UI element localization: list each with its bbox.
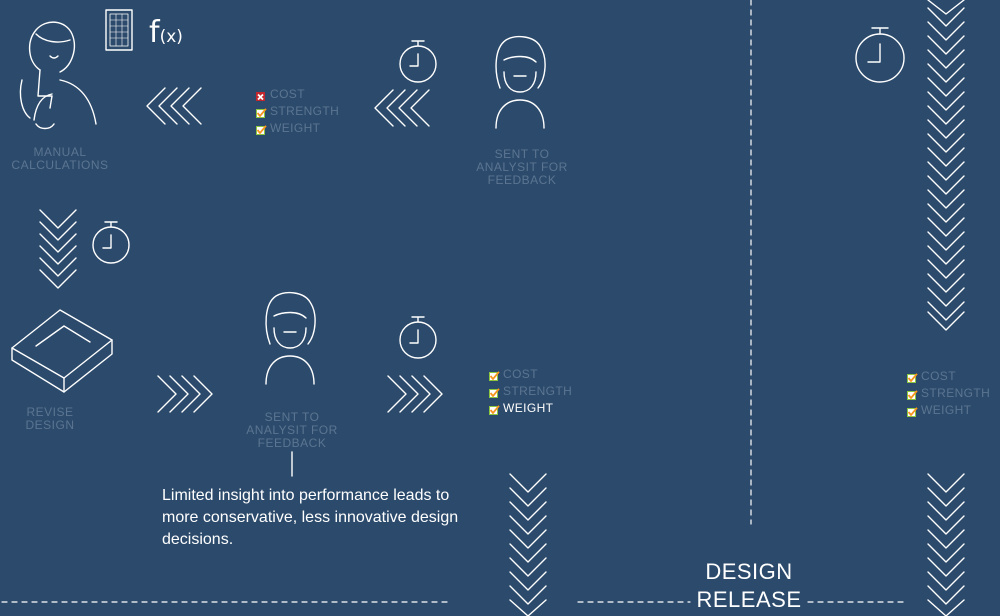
checklist-item-label: WEIGHT — [503, 401, 554, 415]
checklist-item-label: COST — [503, 367, 538, 381]
checklist-item-label: COST — [270, 87, 305, 101]
stopwatch-icon — [399, 316, 437, 359]
stopwatch-icon — [855, 27, 905, 83]
pass-checkbox-icon — [907, 389, 918, 400]
analyst-person-icon — [495, 35, 546, 129]
formula-icon: f(x) — [149, 15, 183, 50]
checklist-item: COST — [256, 86, 339, 103]
revise-design-label: REVISE DESIGN — [25, 405, 75, 432]
sent-to-analyst-label: SENT TO ANALYSIT FOR FEEDBACK — [246, 410, 338, 450]
checklist-item: STRENGTH — [907, 385, 990, 402]
checklist-item-label: STRENGTH — [270, 104, 340, 118]
spreadsheet-icon — [105, 9, 133, 51]
checklist-item-label: COST — [921, 369, 956, 383]
checklist-item-label: WEIGHT — [921, 403, 972, 417]
checklist-item-label: STRENGTH — [503, 384, 573, 398]
fail-checkbox-icon — [256, 90, 266, 101]
thinking-person-icon — [19, 21, 97, 130]
chevrons-down-icon — [927, 0, 965, 331]
sent-to-analyst-label: SENT TO ANALYSIT FOR FEEDBACK — [476, 147, 568, 187]
checklist-item: COST — [907, 368, 990, 385]
pass-checkbox-icon — [907, 406, 918, 417]
checklist-item: STRENGTH — [489, 383, 572, 400]
stopwatch-icon — [399, 40, 437, 83]
chevrons-left-icon — [146, 87, 202, 125]
pass-checkbox-icon — [489, 370, 500, 381]
revise-design-icon — [11, 309, 113, 393]
checklist-item: WEIGHT — [489, 400, 572, 417]
insight-note: Limited insight into performance leads t… — [162, 487, 459, 548]
chevrons-down-icon — [509, 473, 547, 616]
checklist-top: COST STRENGTH WEIGHT — [256, 86, 339, 137]
checklist-right: COST STRENGTH WEIGHT — [907, 368, 990, 419]
checklist-item: STRENGTH — [256, 103, 339, 120]
analyst-person-icon — [265, 291, 316, 385]
checklist-middle: COST STRENGTH WEIGHT — [489, 366, 572, 417]
stopwatch-icon — [92, 221, 130, 264]
chevrons-left-icon — [374, 89, 430, 127]
pass-checkbox-icon — [907, 372, 918, 383]
pass-checkbox-icon — [256, 107, 267, 118]
manual-calculations-label: MANUAL CALCULATIONS — [11, 145, 109, 172]
design-release-label: DESIGN RELEASE — [696, 559, 802, 612]
chevrons-down-icon — [927, 473, 965, 616]
checklist-item: WEIGHT — [256, 120, 339, 137]
checklist-item-label: WEIGHT — [270, 121, 321, 135]
checklist-item-label: STRENGTH — [921, 386, 991, 400]
chevrons-right-icon — [157, 375, 213, 413]
checklist-item: COST — [489, 366, 572, 383]
pass-checkbox-icon — [489, 404, 500, 415]
chevrons-right-icon — [387, 375, 443, 413]
chevrons-down-icon — [39, 209, 77, 289]
checklist-item: WEIGHT — [907, 402, 990, 419]
pass-checkbox-icon — [256, 124, 267, 135]
pass-checkbox-icon — [489, 387, 500, 398]
